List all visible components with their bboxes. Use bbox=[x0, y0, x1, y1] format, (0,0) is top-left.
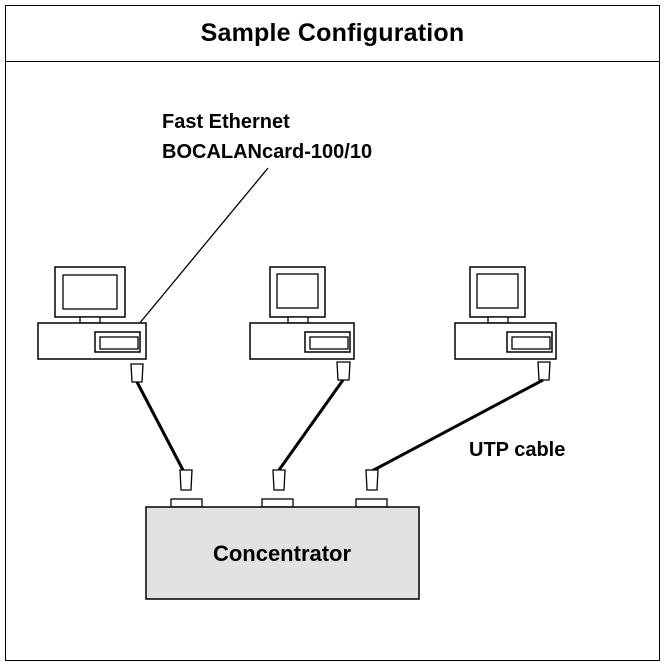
rj45-plug-pc-1 bbox=[130, 363, 144, 383]
concentrator-label: Concentrator bbox=[213, 541, 352, 566]
computer-2 bbox=[249, 266, 355, 360]
hub-port-2 bbox=[261, 498, 294, 508]
rj45-plug-hub-3 bbox=[365, 469, 379, 491]
rj45-plug-hub-1 bbox=[179, 469, 193, 491]
monitor-stand-3 bbox=[487, 316, 509, 324]
computer-connectors bbox=[130, 361, 551, 383]
monitor-screen-3 bbox=[476, 273, 519, 309]
callout-line-2: BOCALANcard-100/10 bbox=[162, 141, 372, 163]
computer-3 bbox=[454, 266, 557, 360]
cable-2 bbox=[277, 379, 345, 471]
monitor-screen-1 bbox=[62, 274, 118, 310]
monitor-stand-1 bbox=[79, 316, 101, 324]
concentrator-box bbox=[145, 506, 420, 600]
hub-port-3 bbox=[355, 498, 388, 508]
page-title: Sample Configuration bbox=[200, 19, 465, 47]
rj45-plug-hub-2 bbox=[272, 469, 286, 491]
callout-leader-line bbox=[133, 167, 269, 331]
rj45-plug-pc-2 bbox=[336, 361, 351, 381]
callout-line-1: Fast Ethernet bbox=[162, 111, 290, 133]
cable-3 bbox=[369, 378, 544, 474]
utp-cables bbox=[135, 378, 544, 474]
monitor-stand-2 bbox=[287, 316, 309, 324]
cable-1 bbox=[135, 381, 186, 473]
rj45-plug-pc-3 bbox=[537, 361, 551, 381]
utp-cable-label: UTP cable bbox=[469, 439, 565, 461]
hub-port-1 bbox=[170, 498, 203, 508]
monitor-screen-2 bbox=[276, 273, 319, 309]
computer-1 bbox=[37, 266, 147, 360]
hub-connectors bbox=[179, 469, 379, 491]
hub-ports bbox=[170, 498, 388, 508]
title-bar: Sample Configuration bbox=[6, 6, 659, 62]
